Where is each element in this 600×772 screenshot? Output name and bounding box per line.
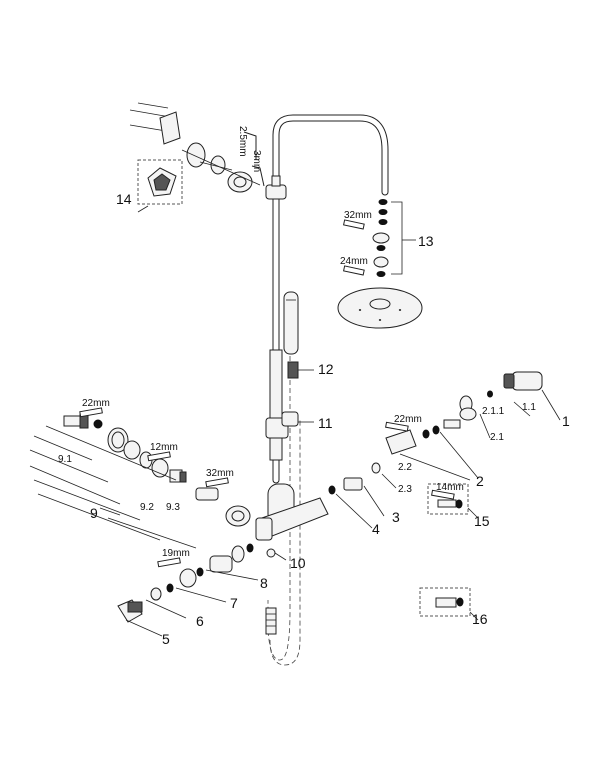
part-label-5: 5: [162, 631, 170, 647]
part-label-9: 9: [90, 505, 98, 521]
part-label-16: 16: [472, 611, 488, 627]
part-label-13: 13: [418, 233, 434, 249]
slide-holder: [265, 411, 314, 439]
spare-cartridge-16: [419, 587, 479, 621]
hand-shower: [283, 291, 299, 355]
part-label-15: 15: [474, 513, 490, 529]
hose-nut: [287, 361, 314, 379]
spare-cartridge-15: [427, 483, 479, 519]
wall-bracket-group: [129, 102, 261, 213]
tool-size-label: 24mm: [340, 256, 368, 267]
allen-key-icon: [243, 131, 265, 187]
part-label-9-3: 9.3: [166, 502, 180, 513]
part-label-6: 6: [196, 613, 204, 629]
part-label-2-3: 2.3: [398, 484, 412, 495]
part-label-2-1-1: 2.1.1: [482, 406, 505, 417]
part-label-2: 2: [476, 473, 484, 489]
hose-lower: [269, 420, 301, 666]
tool-size-label: 14mm: [436, 482, 464, 493]
part-label-3: 3: [392, 509, 400, 525]
part-label-7: 7: [230, 595, 238, 611]
head-shower-group: [337, 199, 423, 329]
part-label-10: 10: [290, 555, 306, 571]
lower-hose-connector: [265, 607, 277, 635]
riser-rail: [265, 114, 389, 484]
thermostat-body: [255, 483, 329, 561]
tool-size-label: 32mm: [344, 210, 372, 221]
tool-size-label: 22mm: [82, 398, 110, 409]
cartridge-assembly-left: [29, 413, 251, 549]
tool-size-label: 32mm: [206, 468, 234, 479]
part-label-12: 12: [318, 361, 334, 377]
part-label-1-1: 1.1: [522, 402, 536, 413]
hose-path: [267, 300, 291, 661]
tool-size-label: 2.5mm: [237, 126, 248, 157]
cartridge-assembly-right: [328, 371, 561, 529]
part-label-9-2: 9.2: [140, 502, 154, 513]
part-label-8: 8: [260, 575, 268, 591]
part-label-2-1: 2.1: [490, 432, 504, 443]
part-label-9-1: 9.1: [58, 454, 72, 465]
rail-lower-segment: [269, 349, 283, 461]
handle-assembly: [117, 543, 259, 637]
tool-size-label: 19mm: [162, 548, 190, 559]
part-label-11: 11: [318, 415, 333, 431]
part-label-1: 1: [562, 413, 570, 429]
part-label-4: 4: [372, 521, 380, 537]
tool-size-label: 12mm: [150, 442, 178, 453]
part-label-2-2: 2.2: [398, 462, 412, 473]
tool-size-label: 22mm: [394, 414, 422, 425]
wrench-icon: [79, 219, 455, 568]
tool-size-label: 3mm: [251, 150, 262, 172]
part-label-14: 14: [116, 191, 132, 207]
